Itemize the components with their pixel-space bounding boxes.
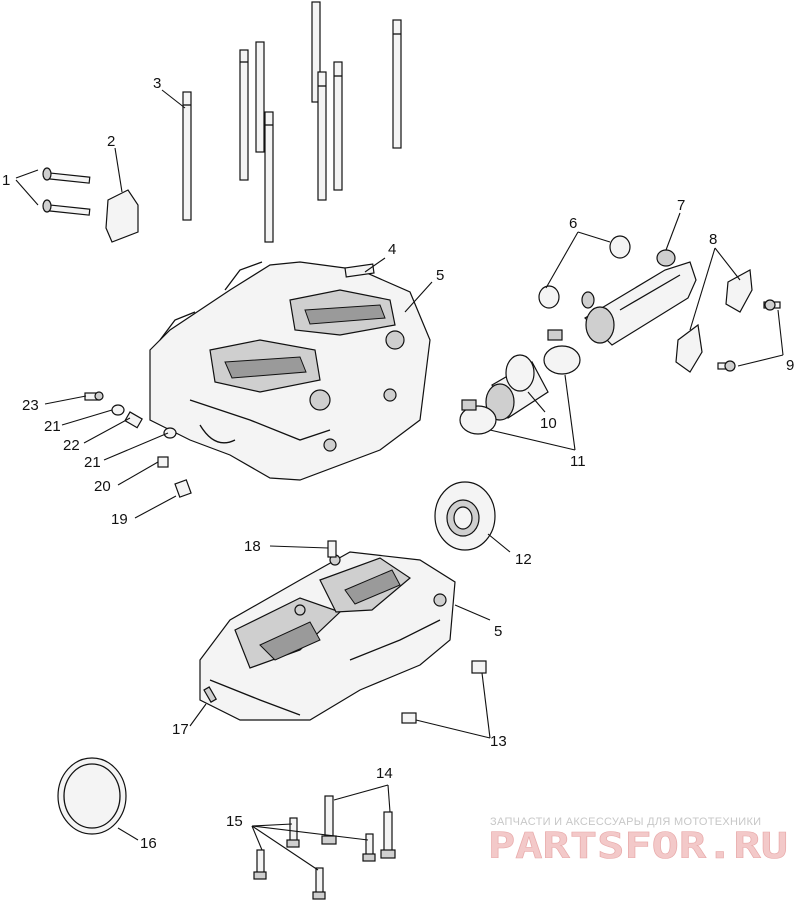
part-label-5-lower: 5 (494, 623, 502, 640)
part-label-22: 22 (63, 437, 80, 454)
watermark-logo: PARTSFOR.RU (488, 826, 788, 867)
cover-plate (105, 189, 139, 243)
part-label-19: 19 (111, 511, 128, 528)
case-bolts-long (321, 795, 396, 859)
part-label-21-upper: 21 (44, 418, 61, 435)
part-label-14: 14 (376, 765, 393, 782)
part-label-6: 6 (569, 215, 577, 232)
o-ring-small (609, 235, 631, 259)
cover-bolts (42, 167, 91, 216)
bracket-screws (717, 299, 781, 372)
part-label-2: 2 (107, 133, 115, 150)
intake-elbow (581, 249, 697, 346)
dowel-stud (344, 263, 375, 278)
part-label-5-upper: 5 (436, 267, 444, 284)
locating-pin (203, 686, 218, 703)
drain-fittings (401, 660, 487, 724)
lower-crankcase (199, 551, 456, 721)
part-label-21-lower: 21 (84, 454, 101, 471)
dowel-pin (327, 540, 337, 558)
o-ring-large (538, 285, 560, 309)
part-label-3: 3 (153, 75, 161, 92)
part-label-1: 1 (2, 172, 10, 189)
retaining-ring (57, 757, 127, 835)
part-label-7: 7 (677, 197, 685, 214)
part-label-4: 4 (388, 241, 396, 258)
small-hardware (84, 391, 192, 498)
part-label-13: 13 (490, 733, 507, 750)
part-label-16: 16 (140, 835, 157, 852)
part-label-10: 10 (540, 415, 557, 432)
coupler-hose (485, 354, 549, 421)
part-label-15: 15 (226, 813, 243, 830)
mount-bracket-lower (675, 323, 703, 373)
hose-clamps (459, 329, 581, 435)
mount-bracket-upper (725, 269, 753, 313)
part-label-20: 20 (94, 478, 111, 495)
leader-lines (15, 89, 784, 871)
part-label-23: 23 (22, 397, 39, 414)
watermark-tagline: ЗАПЧАСТИ И АКСЕССУАРЫ ДЛЯ МОТОТЕХНИКИ (490, 816, 761, 828)
part-label-8: 8 (709, 231, 717, 248)
part-label-12: 12 (515, 551, 532, 568)
part-label-17: 17 (172, 721, 189, 738)
part-label-18: 18 (244, 538, 261, 555)
case-bolts-short (253, 817, 376, 900)
upper-crankcase (149, 261, 431, 481)
part-label-11: 11 (570, 453, 586, 470)
crankshaft-seal (434, 481, 496, 551)
part-label-9: 9 (786, 357, 794, 374)
cylinder-studs (182, 1, 402, 243)
